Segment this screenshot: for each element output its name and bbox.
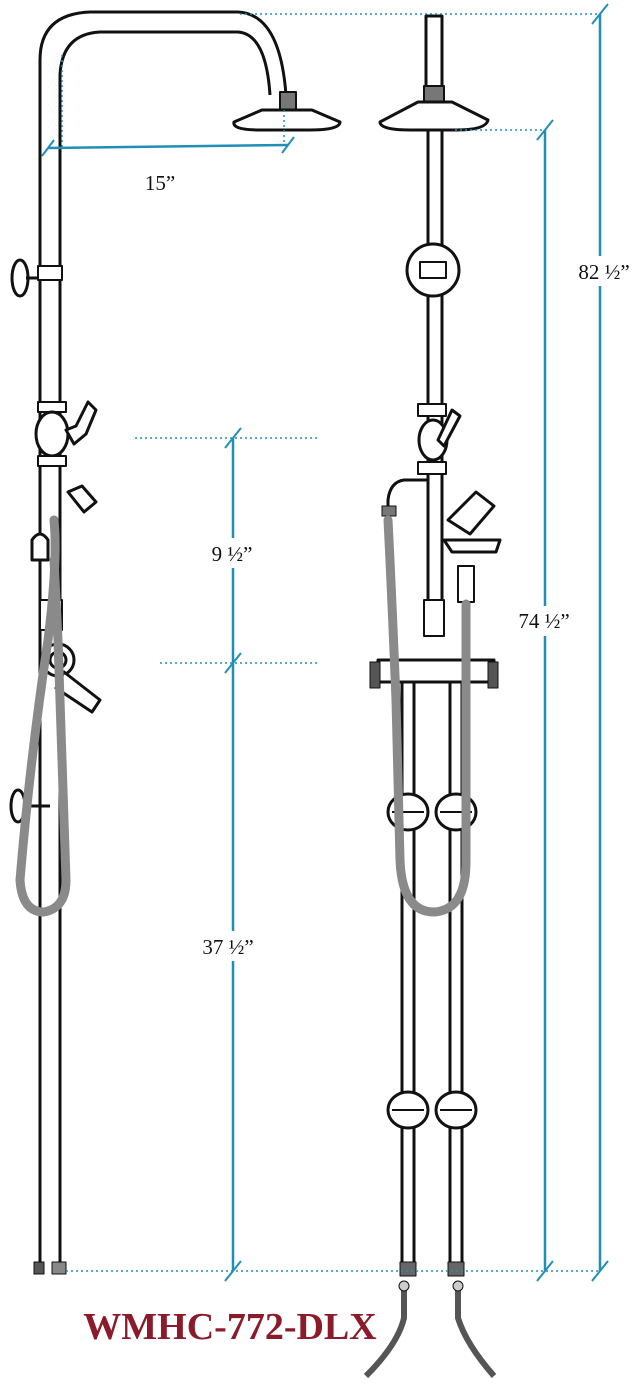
dim-line-head-reach <box>47 143 289 150</box>
side-view-arm-inner <box>58 30 272 1270</box>
label-valve-height: 37 ½” <box>202 935 253 959</box>
label-head-reach: 15” <box>145 171 175 195</box>
front-view-riser <box>424 14 444 90</box>
front-view-shower-head <box>378 100 490 132</box>
front-view-flex-hose <box>363 1290 407 1379</box>
model-number: WMHC-772-DLX <box>83 1306 376 1348</box>
side-view-hose <box>15 515 71 917</box>
label-overall-height: 82 ½” <box>578 260 629 284</box>
front-view-fixture <box>363 14 502 1379</box>
label-valve-spacing: 9 ½” <box>212 542 253 566</box>
side-view-shower-head <box>232 108 342 132</box>
side-view-fixture <box>9 10 342 1275</box>
side-view-arm <box>38 10 288 1270</box>
label-head-height: 74 ½” <box>518 609 569 633</box>
front-view-hose <box>383 515 471 917</box>
dimension-lines <box>41 3 609 1282</box>
